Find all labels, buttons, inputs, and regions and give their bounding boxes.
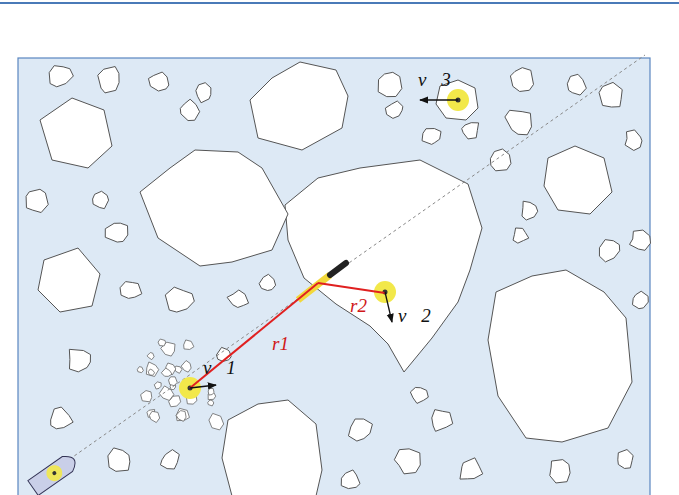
ice-fragment (176, 408, 189, 420)
ice-floe (378, 72, 402, 96)
ice-floe (599, 82, 622, 107)
ice-floe (385, 101, 402, 118)
ice-floe (510, 68, 533, 92)
ice-floe (148, 72, 168, 91)
ice-floe (227, 290, 249, 307)
ice-floe (98, 67, 119, 93)
ice-fragment (161, 368, 172, 376)
radius-line (318, 283, 385, 293)
ice-floe (432, 410, 453, 432)
ice-floe (140, 150, 288, 266)
ice-fragment (176, 411, 186, 422)
radius-line (190, 283, 318, 388)
water (18, 58, 650, 495)
ice-floe (632, 291, 648, 308)
ice-floe (618, 450, 633, 469)
ice-floe (625, 130, 642, 151)
radius-label: r1 (272, 334, 289, 353)
ice-floe (108, 448, 130, 471)
ice-fragment (181, 361, 191, 373)
ice-floe (599, 240, 619, 262)
probe-body (330, 263, 346, 275)
velocity-label: v⃗3 (418, 70, 451, 89)
velocity-arrow (190, 385, 216, 388)
ice-floe (490, 149, 511, 171)
ice-floe (160, 450, 179, 469)
ice-fragment (148, 369, 154, 375)
ice-floe (120, 282, 142, 299)
ice-fragment (209, 413, 224, 429)
ice-floe (394, 449, 420, 474)
ice-floe (460, 458, 483, 479)
ice-floe (51, 407, 73, 429)
ice-fragment (158, 339, 165, 346)
velocity-arrow (420, 99, 458, 100)
ice-fragment (184, 340, 194, 350)
ice-fragment (208, 400, 214, 406)
ice-floe (38, 248, 100, 312)
ice-floe (544, 146, 612, 214)
ice-floe (488, 270, 632, 442)
ice-floe (26, 189, 48, 212)
ice-floe (422, 129, 441, 145)
ice-floe (462, 123, 479, 139)
ice-floe (505, 110, 532, 134)
ice-floe (222, 400, 322, 495)
ice-floe (49, 66, 73, 87)
velocity-label: v⃗1 (203, 358, 236, 377)
ice-floe (165, 287, 194, 312)
ice-fragment (149, 411, 159, 422)
ice-floe (196, 83, 211, 103)
ice-fragment (147, 353, 154, 360)
ice-fragment (137, 367, 143, 373)
velocity-label: v⃗2 (398, 306, 431, 325)
ice-floe (259, 274, 275, 290)
ice-floe (630, 230, 651, 250)
ice-floe (40, 98, 112, 168)
ice-floe (180, 99, 199, 120)
ice-floe (93, 191, 109, 208)
ice-fragment (208, 389, 214, 396)
ice-floe (285, 160, 482, 372)
ice-floe (250, 62, 348, 150)
floes (26, 62, 650, 495)
ice-floe (348, 419, 372, 441)
ice-floe (550, 460, 570, 483)
ice-fragment (146, 362, 158, 377)
panel-rule (0, 2, 679, 4)
ship (28, 452, 79, 495)
ice-fragment (169, 377, 178, 386)
course-line (40, 55, 645, 480)
ice-floe (69, 349, 90, 372)
radius-label: r2 (350, 296, 367, 315)
ice-floe (105, 223, 127, 242)
ice-fragment (159, 386, 174, 401)
velocity-arrow (385, 292, 392, 322)
ice-floe (567, 74, 586, 95)
ice-floe (341, 470, 360, 489)
ice-floe (513, 228, 529, 243)
ice-floe (410, 388, 428, 404)
ice-fragment (154, 382, 161, 389)
ice-floe (522, 201, 538, 220)
ice-fragment (141, 391, 152, 402)
